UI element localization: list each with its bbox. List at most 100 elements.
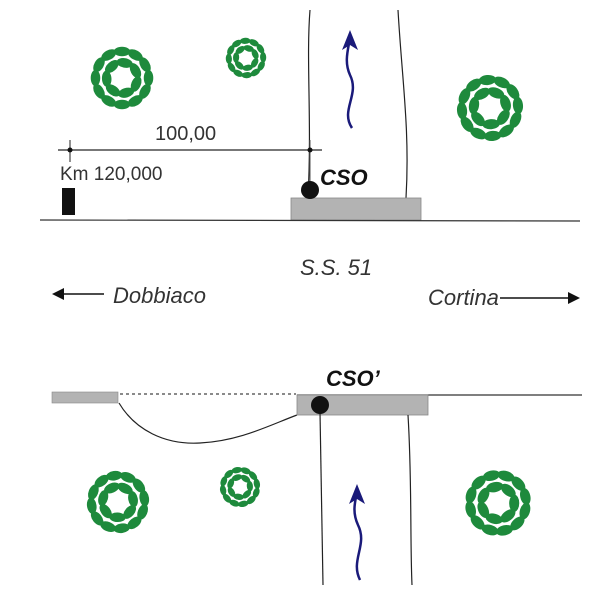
leaf [139, 57, 151, 73]
leaf [257, 60, 265, 71]
leaf [105, 60, 119, 73]
leaf [500, 94, 511, 112]
arrow-right-icon [568, 292, 580, 304]
leaf [99, 503, 112, 519]
leaf [466, 78, 482, 92]
bush-icon [90, 46, 154, 110]
leaf [90, 511, 104, 526]
leaf [242, 489, 252, 499]
leaf [219, 485, 227, 496]
leaf [512, 96, 524, 114]
leaf [90, 69, 101, 87]
leaf [468, 96, 480, 115]
leaf [256, 43, 265, 54]
leaf [506, 84, 520, 100]
direction-right-label: Cortina [428, 285, 499, 310]
leaf [139, 83, 151, 99]
leaf [252, 487, 260, 498]
leaf [233, 493, 244, 500]
leaf [511, 476, 526, 491]
leaf [139, 490, 150, 507]
leaf [227, 487, 236, 497]
leaf [248, 39, 259, 47]
leaf [246, 495, 256, 505]
leaf [478, 74, 496, 86]
leaf [231, 466, 242, 474]
leaf [246, 480, 253, 492]
km-marker [62, 188, 75, 215]
leaf [86, 497, 97, 514]
cso-prime-label: CSO’ [326, 366, 381, 391]
main-road-line [39, 219, 581, 222]
leaf [497, 470, 515, 482]
leaf [481, 524, 499, 536]
leaf [465, 501, 476, 519]
leaf [93, 57, 105, 73]
leaf [496, 525, 514, 536]
bush-icon [86, 470, 150, 534]
leaf [105, 84, 121, 97]
leaf [98, 490, 109, 507]
km-label: Km 120,000 [60, 164, 162, 185]
leaf [109, 512, 126, 523]
leaf [130, 76, 142, 92]
leaf [231, 39, 242, 48]
platform [290, 197, 422, 221]
bush-icon [225, 37, 267, 79]
leaf [227, 478, 235, 489]
leaf [129, 63, 142, 79]
leaf [240, 474, 251, 483]
side-road-right-edge [397, 9, 408, 199]
arrowhead-bottom-icon [349, 484, 365, 504]
leaf [117, 482, 133, 495]
cso-point [301, 181, 319, 199]
bottom-section: CSO’ [51, 366, 582, 586]
leaf [127, 516, 142, 530]
bush-icon [456, 74, 524, 142]
leaf [235, 45, 245, 54]
leaf [485, 513, 503, 525]
top-section: 100,00 Km 120,000 CSO [39, 9, 581, 222]
leaf [500, 483, 516, 498]
distance-label: 100,00 [155, 123, 216, 145]
leaf [500, 509, 516, 523]
arrowhead-icon [342, 30, 358, 50]
leaf [471, 475, 486, 490]
leaf [498, 124, 514, 138]
leaf [233, 69, 244, 77]
side-road-left-edge [307, 9, 311, 199]
leaf [250, 57, 259, 68]
leaf [227, 45, 235, 56]
leaf [137, 504, 148, 520]
leaf [250, 68, 261, 77]
leaf [234, 61, 244, 70]
leaf [520, 487, 531, 505]
leaf [260, 51, 267, 63]
leaf [88, 484, 99, 500]
leaf [222, 493, 232, 503]
direction-arrow-bottom-icon [353, 491, 363, 581]
bush-icon [219, 466, 261, 508]
leaf [120, 472, 136, 483]
leaf [231, 474, 243, 481]
leaf [470, 515, 485, 530]
leaf [238, 500, 249, 508]
cso-label: CSO [320, 165, 368, 190]
leaf [484, 130, 502, 142]
leaf [233, 52, 240, 63]
leaf [471, 111, 485, 127]
side-road-right-edge-bottom [407, 414, 413, 586]
leaf [227, 62, 236, 73]
leaf [248, 471, 258, 481]
leaf [243, 45, 254, 52]
leaf [116, 58, 133, 68]
leaf [482, 470, 500, 481]
cso-prime-point [311, 396, 329, 414]
leaf [474, 87, 490, 101]
leaf [509, 111, 522, 128]
leaf [101, 70, 112, 87]
leaf [487, 87, 505, 99]
leaf [510, 516, 525, 531]
leaf [104, 482, 120, 494]
